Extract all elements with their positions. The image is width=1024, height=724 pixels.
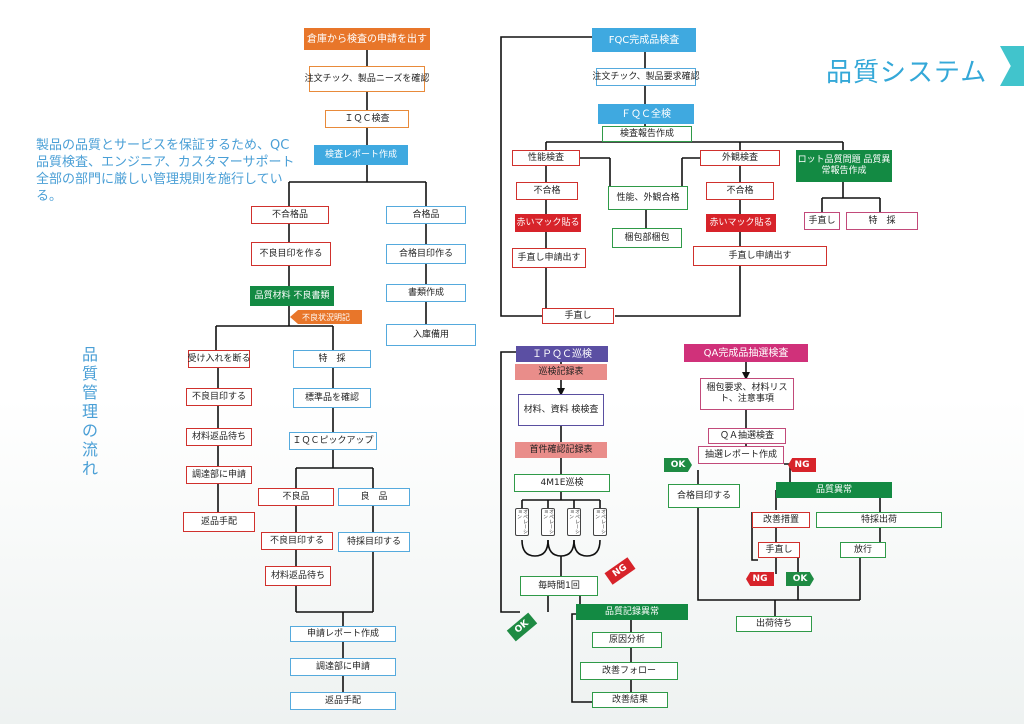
iqc-defect-note-tag: 不良状況明記 (290, 310, 362, 324)
qa-anomaly-node: 品質異常 (776, 482, 892, 498)
qa-sample-node: ＱＡ抽選検査 (708, 428, 786, 444)
iqc-buyer2-node: 調達部に申請 (290, 658, 396, 676)
ipqc-operation-4: オペレーション (593, 508, 607, 536)
qa-pass-mark-node: 合格目印する (668, 484, 740, 508)
fqc-perf-node: 性能検査 (512, 150, 580, 166)
qa-ok2-tag: OK (786, 572, 814, 586)
fqc-fail2-node: 不合格 (706, 182, 774, 200)
iqc-bad-node: 不良品 (258, 488, 334, 506)
iqc-confirm-node: 注文チック、製品ニーズを確認 (305, 66, 429, 92)
iqc-return-wait2-node: 材料返品待ち (265, 566, 331, 586)
ipqc-4m1e-node: 4M1E巡検 (514, 474, 610, 492)
qa-ng2-tag: NG (746, 572, 774, 586)
iqc-return-wait-node: 材料返品待ち (186, 428, 252, 446)
iqc-material-doc-node: 品質材料 不良書類 (250, 286, 334, 306)
ipqc-operation-1: オペレーション (515, 508, 529, 536)
qa-release-node: 放行 (840, 542, 886, 558)
fqc-confirm-node: 注文チック、製品要求確認 (592, 68, 700, 86)
fqc-rework-req2-node: 手直し申請出す (693, 246, 827, 266)
qa-improve-node: 改善措置 (752, 512, 810, 528)
iqc-special-mark-node: 特採目印する (338, 532, 410, 552)
qa-rework-node: 手直し (758, 542, 800, 558)
qa-ok-tag: OK (664, 458, 692, 472)
iqc-storage-node: 入庫備用 (386, 324, 476, 346)
ipqc-operation-3: オペレーション (567, 508, 581, 536)
ipqc-follow-node: 改善フォロー (580, 662, 678, 680)
iqc-bad-mark-node: 不良目印する (261, 532, 333, 550)
iqc-pickup-node: ＩＱＣピックアップ (289, 432, 377, 450)
iqc-fail-mark-node: 不良目印を作る (251, 242, 331, 266)
iqc-pass-mark-node: 合格目印作る (386, 244, 466, 264)
iqc-buyer-node: 調達部に申請 (186, 466, 252, 484)
page-title: 品質システム (826, 58, 988, 88)
fqc-lot-node: ロット品質問題 品質異常報告作成 (796, 150, 892, 182)
ipqc-header-node: ＩＰＱＣ巡検 (516, 346, 608, 362)
fqc-fail1-node: 不合格 (516, 182, 578, 200)
qa-req-node: 梱包要求、材料リスト、注意事項 (700, 378, 794, 410)
fqc-special-node: 特 採 (846, 212, 918, 230)
intro-text: 製品の品質とサービスを保証するため、QC品質検査、エンジニア、カスタマーサポート… (36, 138, 295, 204)
fqc-red-mark1-node: 赤いマック貼る (515, 214, 581, 232)
fqc-rework-node: 手直し (804, 212, 840, 230)
iqc-report-request-node: 申請レポート作成 (290, 626, 396, 642)
iqc-return-process2-node: 返品手配 (290, 692, 396, 710)
qa-ship-wait-node: 出荷待ち (736, 616, 812, 632)
fqc-report-node: 検査報告作成 (602, 126, 692, 142)
iqc-fail-node: 不合格品 (251, 206, 329, 224)
ipqc-first-node: 首件確認記録表 (515, 442, 607, 458)
qa-ng-tag: NG (788, 458, 816, 472)
fqc-fix-node: 手直し (542, 308, 614, 324)
iqc-pass-node: 合格品 (386, 206, 466, 224)
iqc-inspect-node: ＩＱＣ検査 (325, 110, 409, 128)
qa-report-node: 抽選レポート作成 (698, 446, 784, 464)
ipqc-cause-node: 原因分析 (592, 632, 662, 648)
iqc-good-node: 良 品 (338, 488, 410, 506)
fqc-pass-both-node: 性能、外観合格 (608, 186, 688, 210)
iqc-return-process-node: 返品手配 (183, 512, 255, 532)
fqc-pack-node: 梱包部梱包 (612, 228, 682, 248)
ipqc-record-node: 巡検記録表 (515, 364, 607, 380)
iqc-report-node: 検査レポート作成 (314, 145, 408, 165)
iqc-doc-make-node: 書類作成 (386, 284, 466, 302)
ipqc-hourly-node: 毎時間1回 (520, 576, 598, 596)
iqc-reject-mark-node: 不良目印する (186, 388, 252, 406)
qa-special-ship-node: 特採出荷 (816, 512, 942, 528)
iqc-special-node: 特 採 (293, 350, 371, 368)
iqc-reject-node: 受け入れを断る (188, 350, 251, 368)
ipqc-operation-2: オペレーション (541, 508, 555, 536)
iqc-request-node: 倉庫から検査の申請を出す (304, 28, 430, 50)
qa-header-node: QA完成品抽選検査 (684, 344, 808, 362)
fqc-header-node: FQC完成品検査 (592, 28, 696, 52)
fqc-red-mark2-node: 赤いマック貼る (706, 214, 776, 232)
ipqc-material-node: 材料、資料 検検査 (518, 394, 604, 426)
iqc-std-check-node: 標準品を確認 (293, 388, 371, 408)
fqc-rework-req1-node: 手直し申請出す (512, 248, 586, 268)
ipqc-result-node: 改善結果 (592, 692, 668, 708)
vertical-title: 品質管理の流れ (81, 345, 98, 478)
fqc-full-node: ＦＱＣ全検 (598, 104, 694, 124)
ipqc-anomaly-node: 品質記録異常 (576, 604, 688, 620)
fqc-appear-node: 外観検査 (700, 150, 780, 166)
